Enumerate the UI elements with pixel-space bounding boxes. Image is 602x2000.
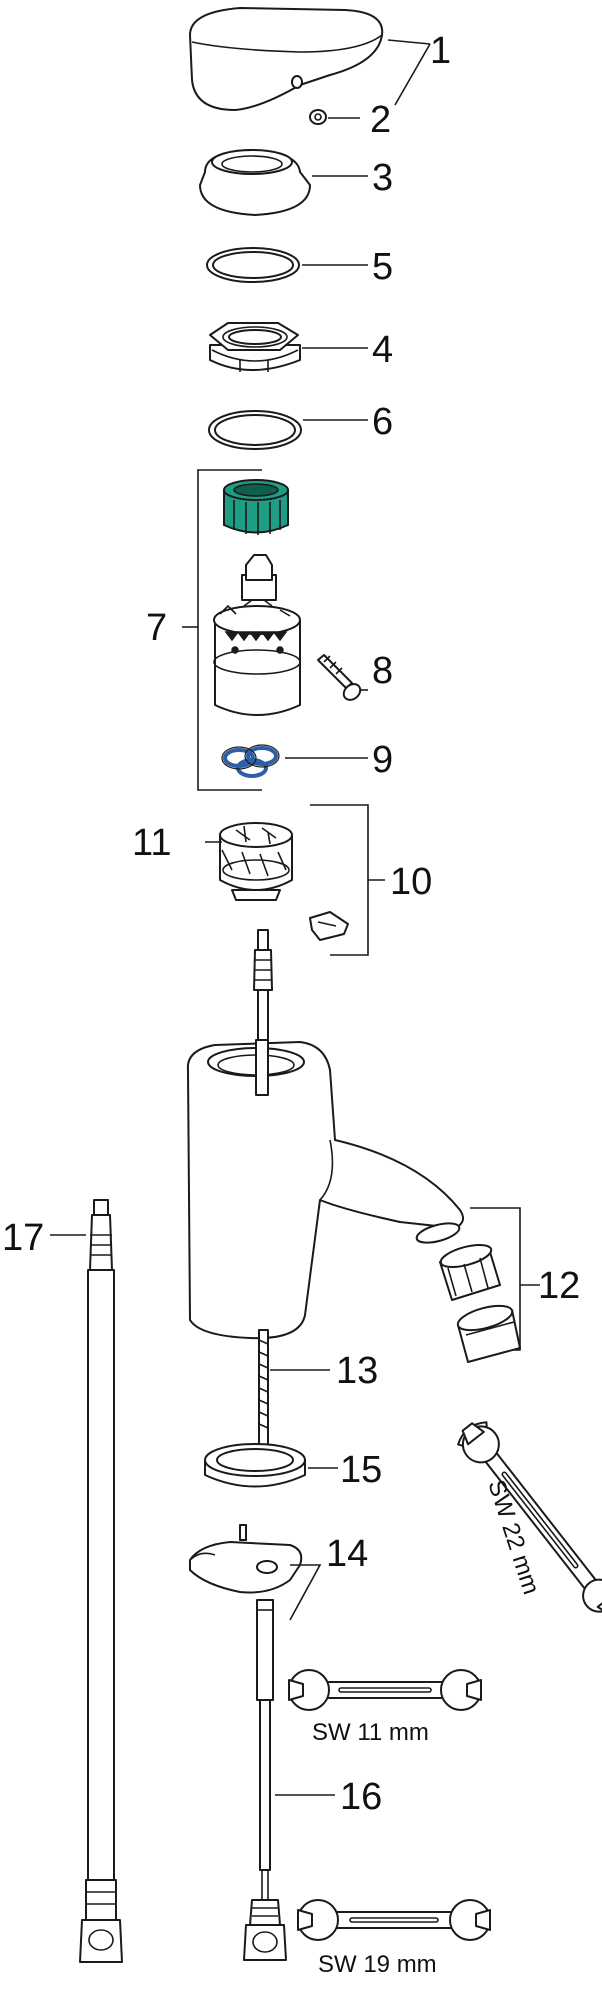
callout-3: 3 (372, 157, 393, 199)
callout-15: 15 (340, 1449, 382, 1491)
part-cover-cap (199, 149, 311, 216)
part-o-ring-5 (206, 247, 300, 283)
bracket-7 (197, 469, 262, 791)
callout-8: 8 (372, 650, 393, 692)
wrench-icon (457, 1421, 602, 1615)
part-cartridge (213, 554, 301, 716)
leader-1 (387, 39, 431, 45)
callout-11: 11 (132, 822, 171, 864)
part-aerator (415, 1222, 521, 1363)
tool-label-sw22: SW 22 mm (482, 1477, 544, 1598)
part-spindle-top (253, 929, 273, 1091)
callout-12: 12 (538, 1265, 580, 1307)
part-o-ring-6 (208, 410, 302, 450)
callout-14: 14 (326, 1533, 368, 1575)
part-supply-hose (79, 1199, 123, 1963)
wrench-icon (297, 1899, 491, 1941)
part-grub-screw (309, 109, 327, 125)
part-screw (317, 654, 362, 701)
callout-6: 6 (372, 401, 393, 443)
tool-label-sw11: SW 11 mm (312, 1719, 429, 1746)
tool-label-sw19: SW 19 mm (318, 1951, 437, 1978)
part-cartridge-ring (223, 479, 289, 535)
part-hex-nut (209, 322, 301, 372)
part-clip (309, 911, 349, 941)
callout-16: 16 (340, 1776, 382, 1818)
callout-9: 9 (372, 739, 393, 781)
part-fixing-plate (189, 1524, 303, 1594)
callout-4: 4 (372, 329, 393, 371)
callout-7: 7 (146, 607, 167, 649)
part-valve-insert (219, 822, 293, 901)
callout-17: 17 (2, 1217, 44, 1259)
part-washer (204, 1443, 306, 1488)
wrench-icon (288, 1669, 482, 1711)
callout-2: 2 (370, 99, 391, 141)
leader-1-2-join (394, 43, 431, 106)
callout-10: 10 (390, 861, 432, 903)
callout-1: 1 (430, 30, 451, 72)
part-mixer-body (186, 1039, 465, 1340)
leader-14 (289, 1564, 322, 1621)
part-handle (189, 7, 384, 111)
callout-5: 5 (372, 246, 393, 288)
callout-13: 13 (336, 1350, 378, 1392)
part-lower-spindle (243, 1599, 287, 1961)
part-seals (221, 744, 280, 778)
